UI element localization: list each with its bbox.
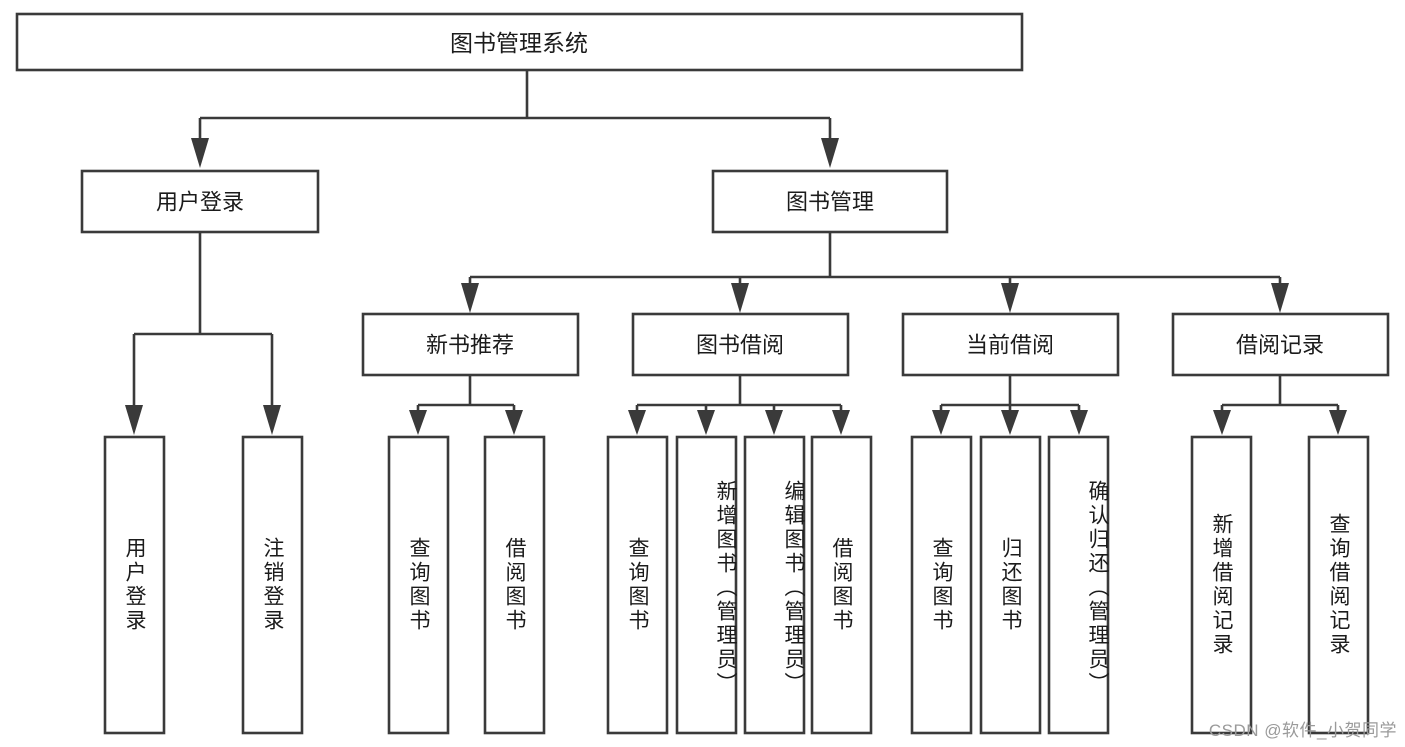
arrow-head-leaf-logout-login xyxy=(263,405,281,435)
arrow-head-leaf-borrow-book-1 xyxy=(505,410,523,435)
connector-group-user-login xyxy=(125,232,281,435)
node-box-leaf-return-book[interactable] xyxy=(979,435,1042,735)
arrow-head-leaf-user-login xyxy=(125,405,143,435)
arrow-head-leaf-query-book-2 xyxy=(628,410,646,435)
node-label-new-book-recommend: 新书推荐 xyxy=(426,333,514,358)
node-box-leaf-query-record[interactable] xyxy=(1307,435,1370,735)
arrow-head-new-book-recommend xyxy=(461,283,479,313)
arrow-head-leaf-add-record xyxy=(1213,410,1231,435)
node-box-leaf-borrow-book-1[interactable] xyxy=(483,435,546,735)
arrow-head-leaf-add-book xyxy=(697,410,715,435)
node-label-book-management: 图书管理 xyxy=(786,190,874,215)
arrow-head-book-mgmt xyxy=(821,138,839,168)
arrow-head-user-login xyxy=(191,138,209,168)
node-label-user-login: 用户登录 xyxy=(156,190,244,215)
connector-group-root xyxy=(191,70,839,168)
node-label-current-borrow: 当前借阅 xyxy=(966,333,1054,358)
arrow-head-leaf-confirm-return xyxy=(1070,410,1088,435)
node-box-leaf-logout-login[interactable] xyxy=(241,435,304,735)
node-box-leaf-confirm-return[interactable] xyxy=(1047,435,1110,735)
node-box-book-management[interactable] xyxy=(711,169,949,234)
connector-group-book-borrow xyxy=(628,375,850,435)
arrow-head-leaf-borrow-book-2 xyxy=(832,410,850,435)
node-box-leaf-query-book-1[interactable] xyxy=(387,435,450,735)
node-label-borrow-record: 借阅记录 xyxy=(1236,333,1324,358)
node-box-current-borrow[interactable] xyxy=(901,312,1120,377)
watermark-text: CSDN @软件_小贺同学 xyxy=(1208,721,1397,740)
node-box-leaf-borrow-book-2[interactable] xyxy=(810,435,873,735)
node-box-book-borrow[interactable] xyxy=(631,312,850,377)
arrow-head-leaf-query-record xyxy=(1329,410,1347,435)
node-box-root[interactable] xyxy=(15,12,1024,72)
node-box-leaf-add-book[interactable] xyxy=(675,435,738,735)
arrow-head-current-borrow xyxy=(1001,283,1019,313)
arrow-head-borrow-record xyxy=(1271,283,1289,313)
node-box-leaf-user-login[interactable] xyxy=(103,435,166,735)
node-box-leaf-edit-book[interactable] xyxy=(743,435,806,735)
node-box-leaf-add-record[interactable] xyxy=(1190,435,1253,735)
node-box-user-login[interactable] xyxy=(80,169,320,234)
connector-group-book-mgmt xyxy=(461,232,1289,313)
node-label-book-borrow: 图书借阅 xyxy=(696,333,784,358)
arrow-head-leaf-query-book-1 xyxy=(409,410,427,435)
connector-group-borrow-record xyxy=(1213,375,1347,435)
arrow-head-leaf-return-book xyxy=(1001,410,1019,435)
node-label-root: 图书管理系统 xyxy=(450,30,588,56)
arrow-head-book-borrow xyxy=(731,283,749,313)
node-box-borrow-record[interactable] xyxy=(1171,312,1390,377)
node-box-new-book-recommend[interactable] xyxy=(361,312,580,377)
connector-group-new-book-recommend xyxy=(409,375,523,435)
arrow-head-leaf-query-book-3 xyxy=(932,410,950,435)
node-box-leaf-query-book-2[interactable] xyxy=(606,435,669,735)
node-box-leaf-query-book-3[interactable] xyxy=(910,435,973,735)
arrow-head-leaf-edit-book xyxy=(765,410,783,435)
connector-group-current-borrow xyxy=(932,375,1088,435)
